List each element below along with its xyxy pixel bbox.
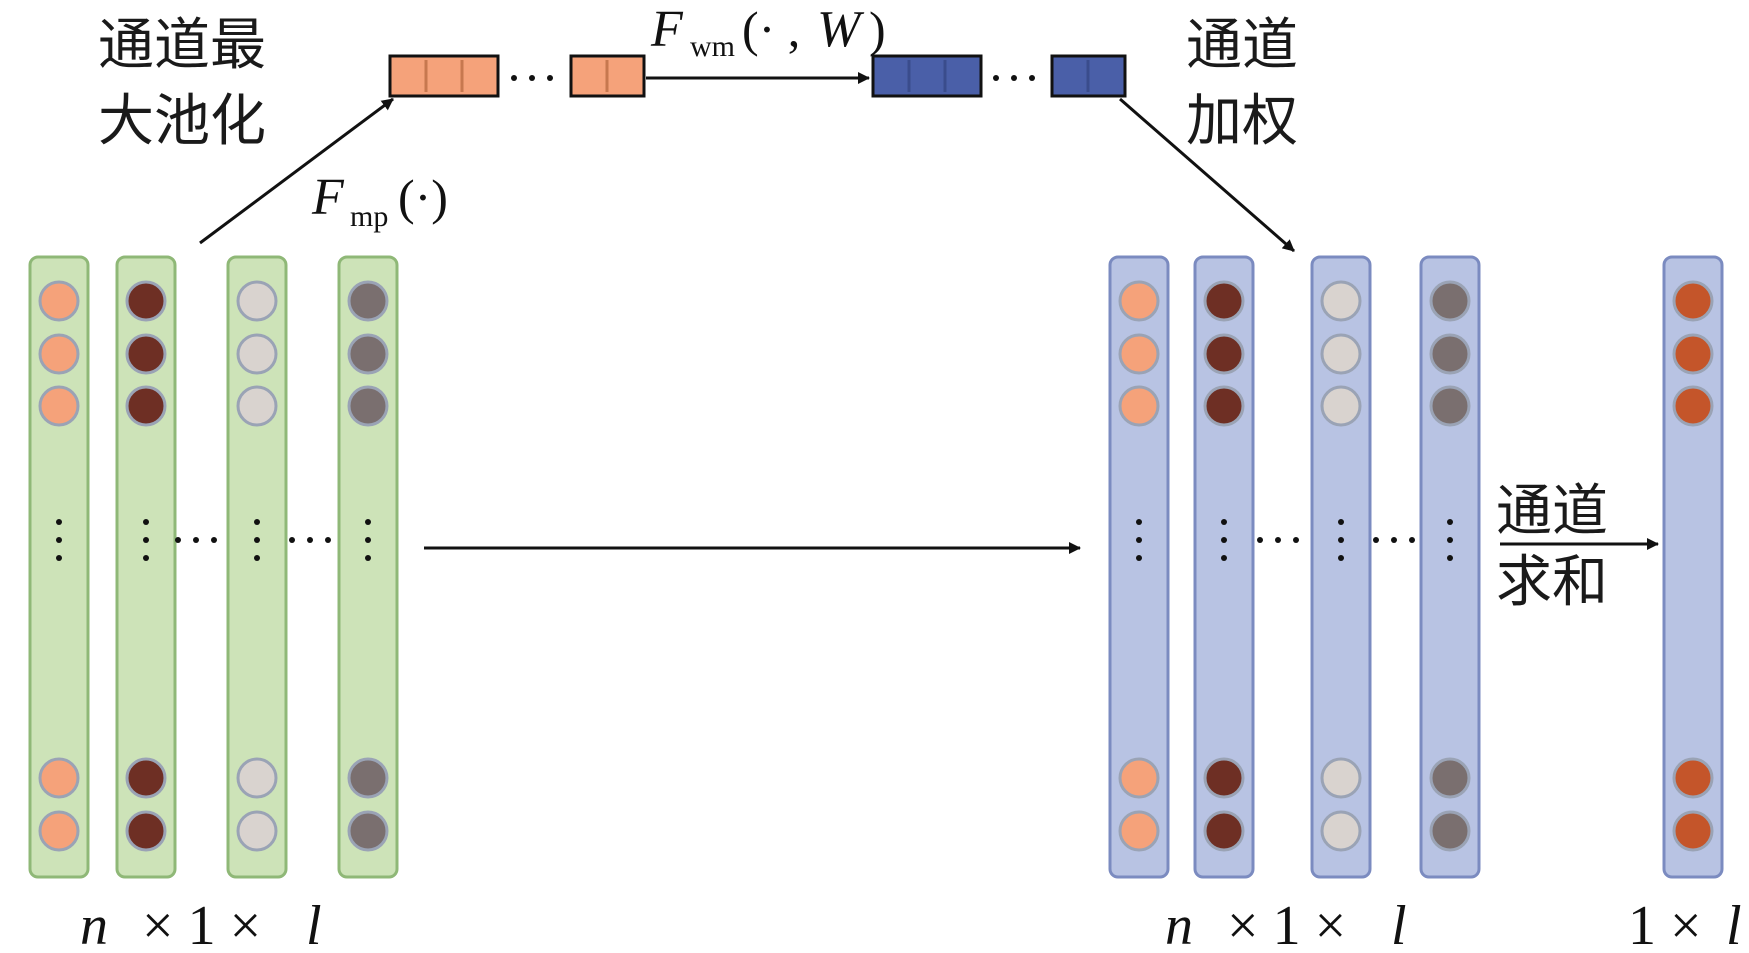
input-column-1 <box>28 255 90 879</box>
input-dot <box>347 810 389 852</box>
formula-fmp: F mp (·) <box>311 169 448 233</box>
weighted-column-1 <box>1108 255 1170 879</box>
dim-input: n × 1 × l <box>80 895 322 953</box>
pooled-vector-first <box>388 54 500 98</box>
input-dot <box>236 810 278 852</box>
input-dot <box>236 333 278 375</box>
weighted-column-3 <box>1310 255 1372 879</box>
input-column-2 <box>115 255 177 879</box>
fmp-subscript: mp <box>350 200 388 233</box>
weighted-feature-map <box>1108 255 1481 879</box>
label-channel-sum-line1: 通道 <box>1496 479 1608 544</box>
fmp-symbol: F <box>311 169 345 226</box>
fwm-args-close: ) <box>869 1 886 57</box>
input-dot <box>347 385 389 427</box>
input-dot <box>347 757 389 799</box>
dim-input-n: n <box>80 895 108 953</box>
ellipsis-pooled <box>511 75 553 81</box>
input-dot <box>347 280 389 322</box>
fwm-args-open: (· , <box>742 1 800 57</box>
label-channel-sum-line2: 求和 <box>1496 550 1608 615</box>
input-dot <box>38 757 80 799</box>
input-dot <box>236 280 278 322</box>
weight-vector-last <box>1050 54 1127 98</box>
weighted-column-4 <box>1419 255 1481 879</box>
dim-weighted-l: l <box>1391 895 1407 953</box>
dim-input-mid: × 1 × <box>142 895 261 953</box>
input-dot <box>38 333 80 375</box>
input-dot <box>125 280 167 322</box>
pooled-vector-last <box>569 54 646 98</box>
fwm-symbol: F <box>650 1 684 58</box>
input-dot <box>38 280 80 322</box>
input-column-4 <box>337 255 399 879</box>
input-column-3 <box>226 255 288 879</box>
input-dot <box>125 385 167 427</box>
label-channel-weighting-line1: 通道 <box>1186 13 1298 78</box>
label-channel-max-pool-line1: 通道最 <box>98 13 266 78</box>
dim-weighted-mid: × 1 × <box>1227 895 1346 953</box>
arrow-weighting <box>1119 97 1295 253</box>
formula-fwm: F wm (· , W ) <box>650 1 886 63</box>
input-dot <box>236 385 278 427</box>
dim-output-l: l <box>1726 895 1742 953</box>
dim-weighted-n: n <box>1165 895 1193 953</box>
vertical-dots <box>56 519 62 525</box>
label-channel-weighting-line2: 加权 <box>1186 89 1298 154</box>
dim-output: 1 × l <box>1628 895 1742 953</box>
weight-vector-first <box>871 54 983 98</box>
label-channel-max-pool-line2: 大池化 <box>98 89 266 154</box>
arrow-max-pool <box>199 97 394 245</box>
horizontal-dots-weighted <box>1257 537 1415 543</box>
input-dot <box>38 385 80 427</box>
fwm-W: W <box>817 1 865 58</box>
dim-output-mid: 1 × <box>1628 895 1702 953</box>
input-dot <box>125 757 167 799</box>
input-dot <box>125 333 167 375</box>
horizontal-dots-input <box>175 537 331 543</box>
input-dot <box>236 757 278 799</box>
input-dot <box>125 810 167 852</box>
dim-input-l: l <box>306 895 322 953</box>
fmp-args: (·) <box>398 169 448 225</box>
input-dot <box>38 810 80 852</box>
output-column <box>1662 255 1724 879</box>
input-feature-map <box>28 255 399 879</box>
dim-weighted: n × 1 × l <box>1165 895 1407 953</box>
ellipsis-weights <box>993 75 1035 81</box>
fwm-subscript: wm <box>690 30 735 63</box>
weighted-column-2 <box>1193 255 1255 879</box>
input-dot <box>347 333 389 375</box>
